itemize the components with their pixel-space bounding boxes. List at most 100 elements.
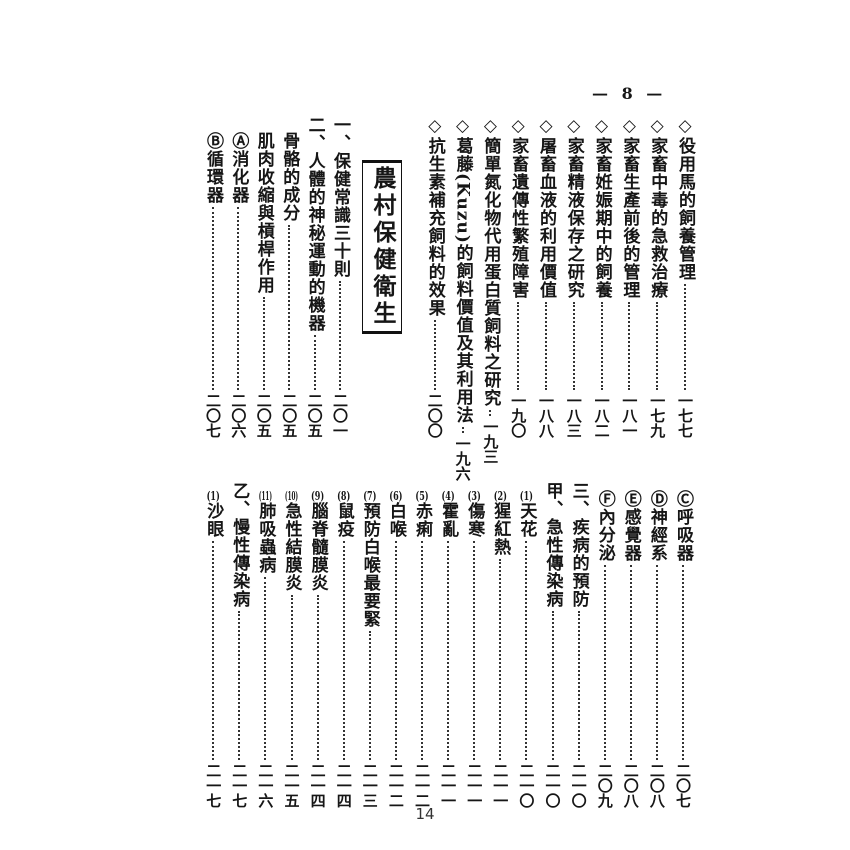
entry-title: Ⓔ感覺器: [619, 490, 643, 562]
entry-marker: (3): [467, 490, 481, 502]
entry-page: 二一七: [204, 763, 223, 808]
toc-entry: (11)肺吸蟲病二一六: [253, 490, 277, 808]
entry-marker: (8): [337, 490, 351, 502]
entry-title: 一、保健常識三十則: [328, 116, 352, 278]
dot-leader: [290, 595, 293, 760]
entry-text: ◇簡單氮化物代用蛋白質飼料之研究: [480, 116, 501, 407]
toc-entry: (10)急性結膜炎二一五: [280, 490, 304, 808]
entry-text: 肺吸蟲病: [255, 502, 276, 574]
entry-text: 甲、急性傳染病: [542, 482, 563, 608]
toc-entry: (6)白喉二一二: [384, 490, 408, 808]
entry-page: 二一二: [386, 763, 405, 808]
entry-text: 腦脊髓膜炎: [307, 502, 328, 592]
toc-entry: ◇家畜生產前後的管理一八一: [617, 116, 641, 438]
toc-entry: 骨骼的成分二〇五: [277, 132, 301, 438]
entry-text: 白喉: [385, 502, 406, 538]
entry-title: ◇家畜中毒的急救治療: [645, 116, 669, 299]
toc-entry: (4)霍亂二一一: [436, 490, 460, 808]
entry-marker: (7): [363, 490, 377, 502]
entry-text: Ⓐ消化器: [228, 132, 249, 204]
dot-leader: [342, 541, 345, 760]
entry-marker: (2): [493, 490, 507, 502]
section-title-box: 農村保健衛生: [362, 160, 402, 334]
toc-entry: (1)沙眼二一七: [201, 490, 225, 808]
dot-leader: [629, 565, 632, 760]
entry-marker: (5): [415, 490, 429, 502]
entry-text: 骨骼的成分: [279, 132, 300, 222]
entry-text: ◇家畜中毒的急救治療: [647, 116, 668, 299]
entry-page: 二〇五: [254, 393, 273, 438]
section-title: 農村保健衛生: [369, 166, 396, 328]
toc-entry: Ⓒ呼吸器二〇七: [671, 490, 695, 808]
dot-leader: [264, 577, 267, 760]
entry-text: Ⓔ感覺器: [620, 490, 641, 562]
toc-entry: ◇家畜中毒的急救治療一七九: [645, 116, 669, 438]
toc-entry: Ⓑ循環器二〇七: [201, 132, 225, 438]
toc-entry: 肌肉收縮與槓桿作用二〇五: [252, 132, 276, 438]
toc-entry: ◇簡單氮化物代用蛋白質飼料之研究一九三: [478, 116, 502, 464]
dot-leader: [499, 559, 502, 760]
entry-marker: (11): [258, 490, 272, 502]
dot-leader: [238, 611, 241, 760]
entry-page: 二一七: [230, 763, 249, 808]
entry-title: Ⓒ呼吸器: [671, 490, 695, 562]
entry-title: (1)天花: [514, 490, 538, 538]
entry-page: 二一二: [413, 763, 431, 808]
toc-entry: (8)鼠疫二一四: [332, 490, 356, 808]
entry-text: 急性結膜炎: [281, 502, 302, 592]
entry-text: ◇家畜遺傳性繁殖障害: [508, 116, 529, 299]
toc-entry: ◇家畜精液保存之研究一八三: [562, 116, 586, 438]
dot-leader: [517, 302, 520, 390]
entry-text: 猩紅熱: [490, 502, 511, 556]
dot-leader: [339, 281, 341, 390]
entry-text: 預防白喉最要緊: [359, 502, 380, 628]
toc-entry: ◇役用馬的飼養管理一七七: [673, 116, 697, 438]
entry-page: 二〇一: [331, 393, 349, 438]
entry-title: ◇家畜姙娠期中的飼養: [590, 116, 614, 299]
entry-title: (11)肺吸蟲病: [253, 490, 277, 574]
dot-leader: [316, 595, 319, 760]
entry-title: (1)沙眼: [201, 490, 225, 538]
dot-leader: [572, 302, 575, 390]
entry-title: 甲、急性傳染病: [541, 482, 565, 608]
entry-title: ◇屠畜血液的利用價值: [534, 116, 558, 299]
entry-page: 二〇五: [305, 393, 324, 438]
entry-title: ◇家畜生產前後的管理: [617, 116, 641, 299]
entry-text: 二、人體的神秘運動的機器: [304, 116, 325, 332]
entry-title: (3)傷寒: [462, 490, 486, 538]
entry-title: 骨骼的成分: [277, 132, 301, 222]
toc-entry: (1)天花二一〇: [514, 490, 538, 808]
entry-title: Ⓕ內分泌: [593, 490, 617, 562]
entry-page: 二一一: [491, 763, 510, 808]
entry-page: 二一五: [282, 763, 301, 808]
dot-leader: [577, 611, 580, 760]
entry-title: (7)預防白喉最要緊: [358, 490, 382, 628]
toc-entry: (2)猩紅熱二一一: [488, 490, 512, 808]
toc-entry: Ⓓ神經系二〇八: [645, 490, 669, 808]
entry-text: Ⓓ神經系: [646, 490, 667, 562]
toc-entry: (3)傷寒二一一: [462, 490, 486, 808]
dot-leader: [628, 302, 631, 390]
entry-title: ◇役用馬的飼養管理: [673, 116, 697, 281]
entry-text: ◇抗生素補充飼料的效果: [424, 116, 445, 317]
entry-title: (6)白喉: [384, 490, 408, 538]
dot-leader: [212, 541, 215, 760]
entry-text: ◇家畜姙娠期中的飼養: [591, 116, 612, 299]
entry-page: 二〇七: [204, 393, 222, 438]
entry-page: 二一一: [465, 763, 484, 808]
dot-leader: [262, 297, 265, 390]
toc-entry: 三、疾病的預防二一〇: [567, 482, 591, 808]
entry-title: (2)猩紅熱: [488, 490, 512, 556]
dot-leader: [525, 541, 528, 760]
entry-page: 二〇九: [595, 763, 614, 808]
entry-title: Ⓑ循環器: [201, 132, 225, 204]
dot-leader: [313, 335, 316, 390]
dot-leader: [212, 207, 214, 390]
dot-leader: [603, 565, 606, 760]
entry-page: 二一一: [439, 763, 458, 808]
entry-page: 一九六: [453, 435, 472, 481]
entry-title: ◇家畜精液保存之研究: [562, 116, 586, 299]
entry-text: ◇葛藤(Kuzu)的飼料價值及其利用法: [452, 116, 473, 424]
dot-leader: [447, 541, 450, 760]
toc-entry: (9)腦脊髓膜炎二一四: [306, 490, 330, 808]
